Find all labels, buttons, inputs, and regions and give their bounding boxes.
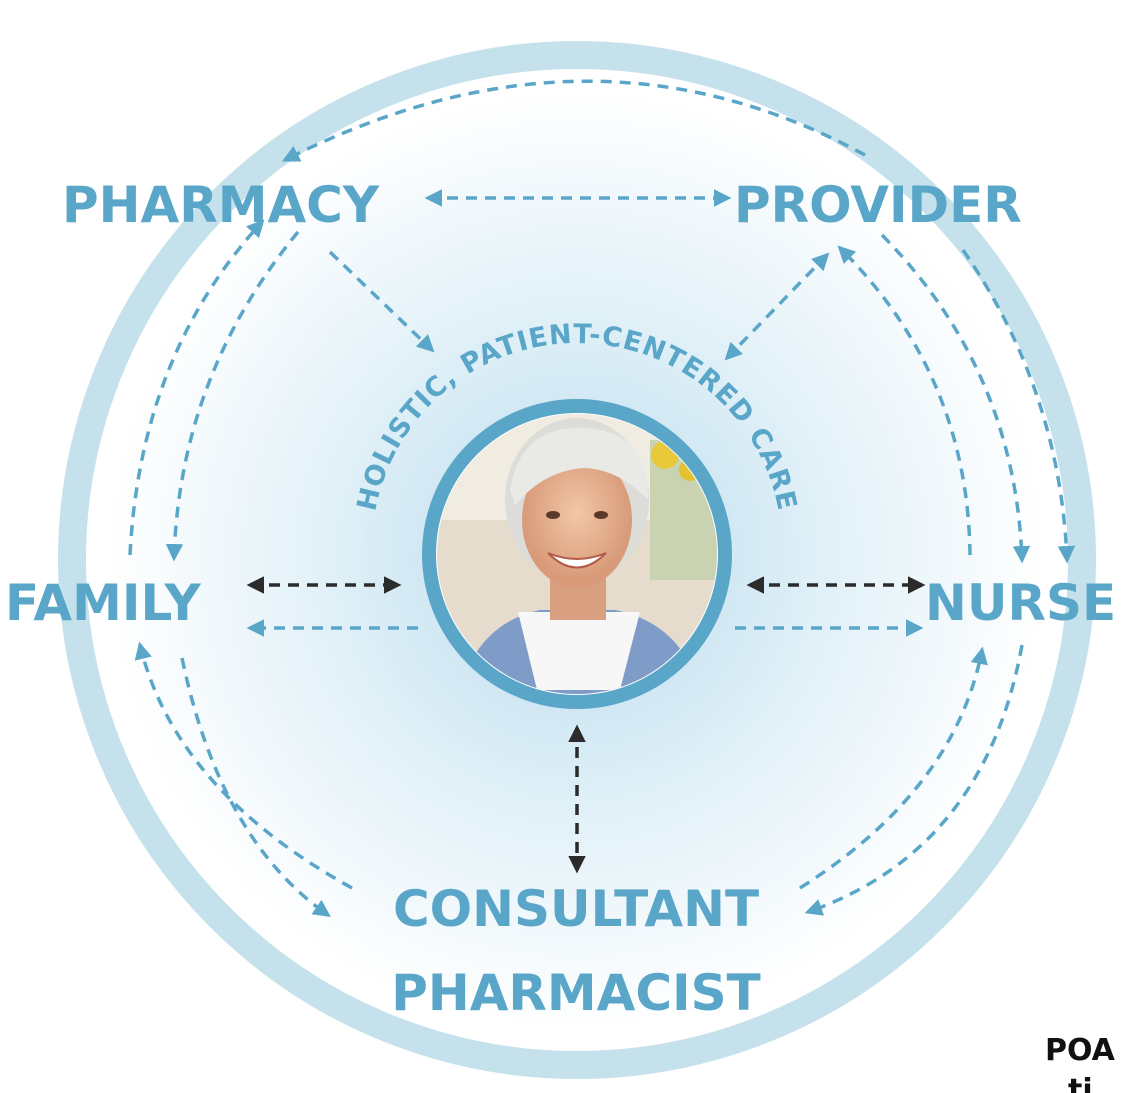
arrow-consultant-to-family bbox=[134, 641, 353, 890]
arrow-provider-to-pharmacy-top bbox=[281, 79, 866, 162]
arrow-family-to-consultant bbox=[180, 657, 331, 917]
corner-fragment-line2: ti bbox=[1068, 1073, 1093, 1093]
arrow-pharmacy-to-center bbox=[328, 250, 435, 353]
arrow-pharmacy-to-family-inner bbox=[165, 230, 300, 562]
consultant-label: CONSULTANT bbox=[393, 880, 759, 938]
arrow-consultant-to-nurse bbox=[799, 646, 988, 890]
photo-frame-ring bbox=[422, 399, 732, 709]
arrow-provider-to-nurse-outer bbox=[961, 249, 1076, 564]
arrow-nurse-to-provider bbox=[837, 245, 972, 556]
patient-photo bbox=[422, 399, 732, 709]
family-label: FAMILY bbox=[5, 574, 202, 632]
provider-label: PROVIDER bbox=[734, 176, 1022, 234]
nurse-label: NURSE bbox=[925, 574, 1116, 632]
arrow-provider-center bbox=[724, 252, 830, 361]
arrow-provider-to-nurse-inner bbox=[880, 233, 1031, 564]
corner-fragment-line1: POA bbox=[1045, 1033, 1116, 1068]
outer-ring bbox=[58, 41, 1096, 1079]
pharmacy-label: PHARMACY bbox=[62, 176, 380, 234]
arrow-nurse-to-consultant bbox=[804, 644, 1024, 916]
pharmacist-label: PHARMACIST bbox=[391, 964, 761, 1022]
